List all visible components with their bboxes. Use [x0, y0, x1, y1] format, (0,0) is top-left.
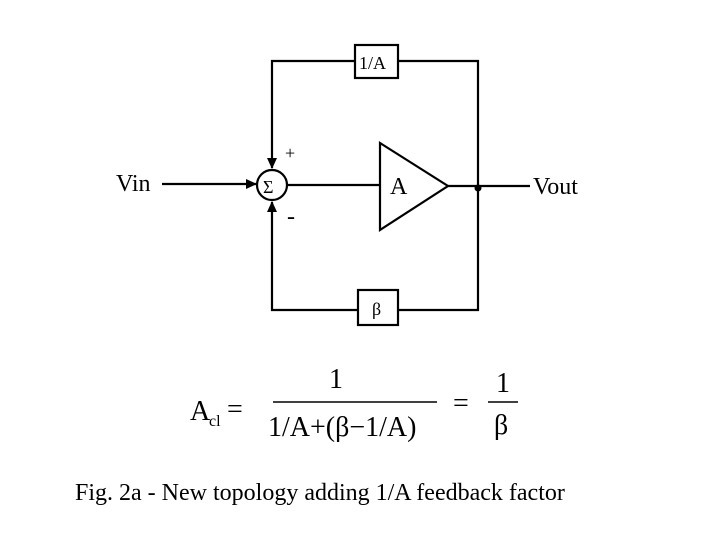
top-feedback-left-wire	[267, 59, 355, 169]
figure-caption: Fig. 2a - New topology adding 1/A feedba…	[75, 480, 565, 506]
equation-numerator: 1	[329, 364, 343, 395]
result-denominator: β	[494, 410, 508, 441]
equation-lhs-subscript: cl	[209, 413, 221, 430]
result-numerator: 1	[496, 368, 510, 399]
amplifier-triangle	[378, 141, 451, 233]
bottom-feedback-block	[356, 288, 400, 327]
equation-equals-2: =	[453, 388, 469, 419]
bottom-feedback-right-wire	[398, 188, 480, 312]
equation-lhs: A	[190, 396, 211, 427]
bottom-feedback-left-wire	[267, 201, 358, 312]
amplifier-label: A	[390, 174, 408, 200]
summer-symbol: Σ	[263, 177, 273, 197]
top-feedback-right-wire	[398, 59, 480, 188]
minus-sign: -	[287, 204, 295, 230]
top-feedback-label: 1/A	[359, 53, 386, 73]
equation-equals-1: =	[227, 394, 243, 425]
bottom-feedback-label: β	[372, 299, 381, 319]
equation-denominator: 1/A+(β−1/A)	[268, 412, 416, 443]
output-label: Vout	[533, 174, 578, 200]
input-label: Vin	[116, 171, 151, 197]
plus-sign: +	[285, 143, 295, 163]
